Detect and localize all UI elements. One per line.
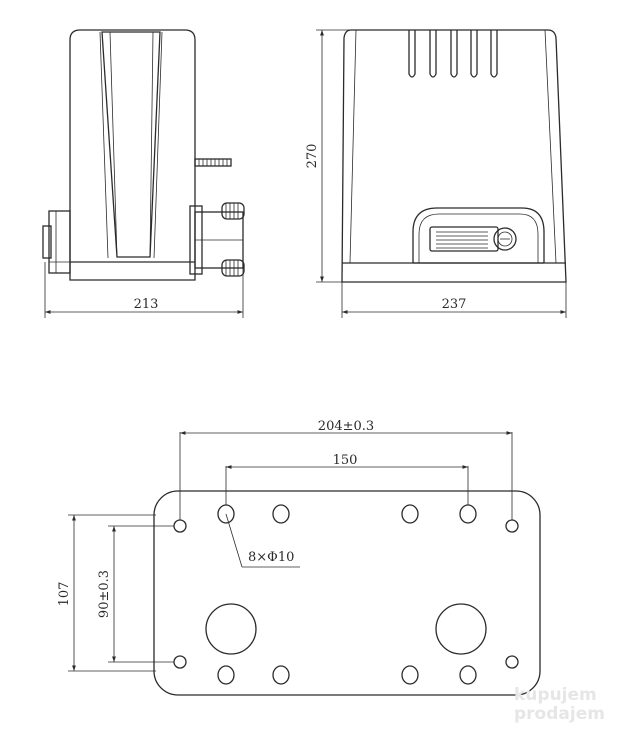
hole-spec-label: 8×Φ10	[248, 550, 294, 565]
outer-height-label: 107	[57, 582, 72, 607]
watermark: kupujem prodajem	[514, 685, 605, 724]
watermark-line2: prodajem	[514, 704, 605, 724]
vent-slots	[408, 30, 498, 78]
side-view: 213	[42, 29, 245, 318]
inner-spacing-label: 150	[333, 453, 358, 468]
watermark-line1: kupujem	[514, 685, 597, 705]
front-height-label: 270	[305, 144, 320, 169]
front-view: 270 237	[305, 29, 567, 318]
side-width-label: 213	[134, 297, 159, 312]
mounting-holes	[173, 504, 519, 685]
base-plate: 204±0.3 150 8×Φ10 107 90±0.3	[57, 419, 541, 696]
outer-spacing-label: 204±0.3	[318, 419, 374, 434]
inner-height-label: 90±0.3	[97, 570, 112, 618]
front-width-label: 237	[442, 297, 467, 312]
